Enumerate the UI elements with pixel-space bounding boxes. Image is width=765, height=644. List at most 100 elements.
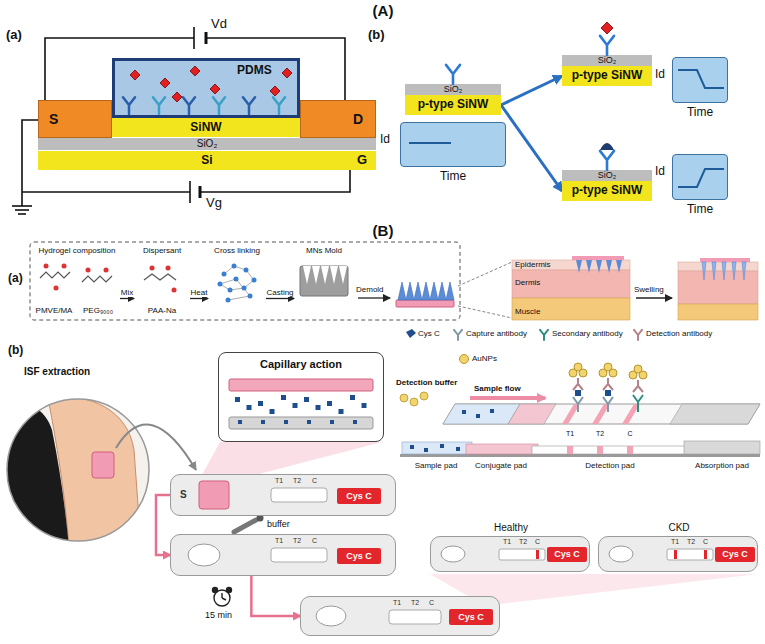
legend-icon: [404, 327, 416, 341]
node-art-part: [446, 65, 460, 84]
node-art-part: [293, 403, 298, 408]
result-badge-label: Cys C: [458, 612, 484, 622]
dropper-icon: [234, 515, 264, 533]
legend-icon: [538, 327, 550, 341]
test-cassette: CKDT1T2CCys C: [598, 536, 758, 572]
oxide-layer: SiO₂: [562, 55, 652, 66]
current-graph-label: Time: [687, 106, 713, 120]
test-strip-side-part: [440, 444, 444, 448]
node-art-part: [441, 546, 465, 562]
flow-arrow: [470, 396, 545, 400]
node-art-part: [536, 550, 539, 559]
transition-arrow: [501, 105, 562, 191]
node-art-part: [271, 488, 327, 502]
test-strip-top: [443, 404, 760, 424]
zoom-panel-label: Capillary action: [260, 358, 342, 371]
test-cassette-label: T1: [275, 477, 283, 485]
edge-label: Mix: [120, 288, 134, 297]
step-label: Detection buffer: [396, 378, 457, 387]
arm-illustration-part: [0, 390, 160, 560]
test-cassette-label: T1: [393, 599, 401, 607]
pdms-chamber: PDMS: [112, 58, 300, 118]
test-strip-side-part: [456, 447, 460, 451]
battery-symbol-part: [199, 186, 202, 198]
skin-section: EpidermisDermisMuscle: [512, 260, 630, 320]
node-art-part: [316, 405, 321, 410]
edge-label: 15 min: [204, 610, 233, 620]
node-art-part: [601, 22, 613, 34]
test-strip-side-part: [410, 445, 414, 449]
node-art-part: [389, 610, 441, 624]
test-strip-top-part: [508, 404, 556, 424]
node-art-part: [300, 266, 348, 296]
ground-symbol-part: [12, 205, 32, 207]
process-arrow: [190, 298, 208, 299]
node-art-part: [339, 409, 344, 414]
step-label: Swelling: [634, 285, 664, 294]
node-art-part: [282, 68, 292, 78]
test-cassette-label: C: [312, 537, 317, 545]
nanowire-layer-label: p-type SiNW: [572, 69, 643, 83]
node-art-part: [616, 260, 622, 273]
ground-symbol: [12, 206, 32, 214]
antibody-complex-part: [603, 397, 613, 412]
test-cassette: T1T2CCys C: [170, 534, 396, 576]
antibody-complex: [569, 363, 647, 412]
node-art-part: [667, 549, 713, 560]
node-art: [115, 61, 303, 121]
legend-label: AuNPs: [472, 354, 497, 363]
node-art-part: [166, 266, 171, 271]
antibody-complex-part: [605, 390, 611, 396]
node-art-part: [62, 264, 67, 269]
test-cassette-label: Healthy: [494, 522, 528, 534]
panel-label: (a): [6, 28, 22, 43]
skin-section-label: Dermis: [515, 278, 540, 287]
microneedle-patch: [396, 282, 454, 307]
result-badge-label: Cys C: [722, 549, 748, 559]
arm-illustration-part: [7, 399, 149, 541]
zoom-line-part: [458, 262, 512, 286]
transition-arrow: [501, 76, 562, 105]
step-label: Demold: [356, 285, 384, 294]
test-cassette: HealthyT1T2CCys C: [430, 536, 590, 572]
node-art: [208, 246, 266, 316]
node-art-part: [222, 272, 227, 277]
buffer-particles-part: [420, 392, 428, 400]
node-art-part: [160, 78, 170, 88]
voltage-label: Vd: [211, 17, 227, 32]
antibody-complex-part: [604, 363, 612, 371]
node-art-part: [270, 409, 275, 414]
battery-symbol-part: [205, 32, 208, 44]
dropper-icon-part: [234, 520, 256, 532]
nanowire-layer: SiNW: [112, 118, 300, 137]
result-badge: Cys C: [547, 547, 587, 562]
legend-icon: [452, 327, 464, 341]
buffer-particles-part: [410, 398, 418, 406]
node-art-part: [499, 549, 545, 560]
node-art-part: [54, 286, 59, 291]
result-badge: Cys C: [715, 547, 755, 562]
node-art-part: [183, 97, 195, 114]
node-art-part: [247, 405, 252, 410]
test-cassette-label: T2: [519, 538, 527, 546]
legend-label: Detection antibody: [646, 329, 712, 338]
node-art-part: [144, 274, 176, 280]
clock-icon-part: [222, 593, 226, 600]
arm-illustration: [0, 390, 160, 560]
node-art-part: [190, 66, 200, 76]
swollen-skin-part: [700, 258, 750, 262]
node-art-part: [210, 84, 220, 94]
process-step: MNs Mold: [294, 246, 354, 316]
panel-label: (b): [368, 28, 385, 43]
buffer-particles-part: [400, 394, 408, 402]
test-strip-top-part: [476, 414, 480, 418]
node-art-part: [271, 548, 327, 562]
part-label: Sample pad: [415, 461, 458, 470]
panel-label: (B): [373, 222, 394, 239]
edge-label: Casting: [265, 288, 294, 297]
line-label: T1: [566, 430, 574, 438]
node-art: [294, 246, 354, 316]
result-badge-label: Cys C: [554, 549, 580, 559]
substrate-layer-label: Si: [201, 154, 212, 168]
legend-icon-part: [406, 329, 416, 338]
